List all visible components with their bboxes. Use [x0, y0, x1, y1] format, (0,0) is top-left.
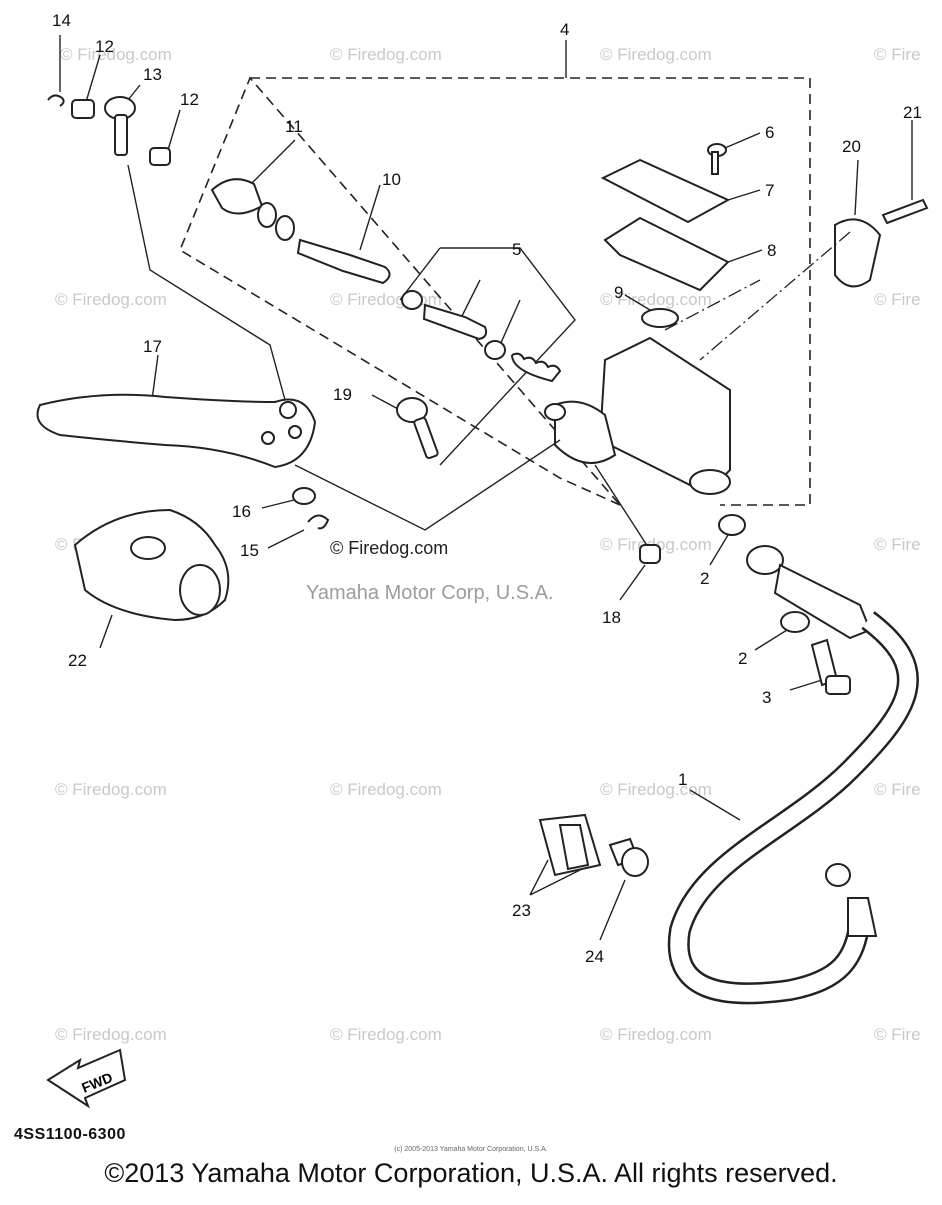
callout-19: 19	[333, 385, 352, 404]
reservoir-cap-parts	[600, 132, 763, 328]
callout-6: 6	[765, 123, 774, 142]
pivot-bolt-part	[104, 84, 286, 401]
callout-7: 7	[765, 181, 774, 200]
nut-part	[594, 464, 661, 601]
tiny-credit: (c) 2005-2013 Yamaha Motor Corporation, …	[394, 1146, 548, 1153]
watermark: © Firedog.com	[600, 45, 712, 64]
callout-layer: 14 12 13 12 11 10 4 5 6 7 8 9 20 21 17 1…	[52, 11, 922, 966]
callout-4: 4	[560, 20, 569, 39]
forward-arrow-icon: FWD	[46, 1048, 127, 1109]
watermark: © Firedog.com	[600, 290, 712, 309]
clutch-lever-part	[36, 354, 317, 469]
callout-12: 12	[95, 37, 114, 56]
lever-cover-part	[73, 508, 230, 649]
nut-part	[71, 54, 181, 166]
push-rod-part	[296, 184, 391, 285]
callout-13: 13	[143, 65, 162, 84]
diagram-id: 4SS1100-6300	[14, 1126, 126, 1143]
callout-16: 16	[232, 502, 251, 521]
callout-3: 3	[762, 688, 771, 707]
callout-23: 23	[512, 901, 531, 920]
callout-11: 11	[285, 117, 303, 136]
watermark: © Firedog.com	[60, 45, 172, 64]
callout-12: 12	[180, 90, 199, 109]
hose-guide-part	[529, 813, 602, 896]
callout-18: 18	[602, 608, 621, 627]
callout-9: 9	[614, 283, 623, 302]
holder-clamp-part	[699, 120, 929, 361]
copyright-notice: ©2013 Yamaha Motor Corporation, U.S.A. A…	[104, 1158, 838, 1188]
callout-2: 2	[700, 569, 709, 588]
callout-2: 2	[738, 649, 747, 668]
watermark: © Firedog.com	[330, 45, 442, 64]
watermark: © Fire	[874, 45, 921, 64]
watermark: © Fire	[874, 780, 921, 799]
callout-17: 17	[143, 337, 162, 356]
watermark: © Fire	[874, 290, 921, 309]
main-watermark: © Firedog.com	[330, 538, 449, 558]
union-bolt-part	[789, 638, 851, 695]
dust-boot-part	[210, 139, 296, 241]
washer-part	[261, 439, 561, 549]
callout-8: 8	[767, 241, 776, 260]
bolt-part	[371, 394, 439, 460]
watermark: © Firedog.com	[600, 780, 712, 799]
watermark: © Firedog.com	[55, 1025, 167, 1044]
watermark: © Firedog.com	[330, 1025, 442, 1044]
watermark: © Firedog.com	[600, 1025, 712, 1044]
callout-14: 14	[52, 11, 71, 30]
piston-kit-part	[399, 247, 576, 466]
callout-22: 22	[68, 651, 87, 670]
watermark: © Firedog.com	[55, 780, 167, 799]
callout-5: 5	[512, 240, 521, 259]
callout-10: 10	[382, 170, 401, 189]
clip-part	[47, 35, 65, 107]
callout-20: 20	[842, 137, 861, 156]
callout-1: 1	[678, 770, 687, 789]
union-washer-part	[709, 514, 810, 651]
master-cylinder-body	[544, 279, 761, 495]
callout-21: 21	[903, 103, 922, 122]
watermark: © Firedog.com	[55, 290, 167, 309]
watermark: © Fire	[874, 535, 921, 554]
callout-24: 24	[585, 947, 604, 966]
clutch-hose-part	[667, 545, 919, 1005]
watermark: © Firedog.com	[330, 780, 442, 799]
callout-15: 15	[240, 541, 259, 560]
brand-watermark: Yamaha Motor Corp, U.S.A.	[306, 582, 554, 604]
watermark: © Fire	[874, 1025, 921, 1044]
assembly-boundary	[179, 76, 811, 506]
guide-bolt-part	[599, 837, 649, 941]
